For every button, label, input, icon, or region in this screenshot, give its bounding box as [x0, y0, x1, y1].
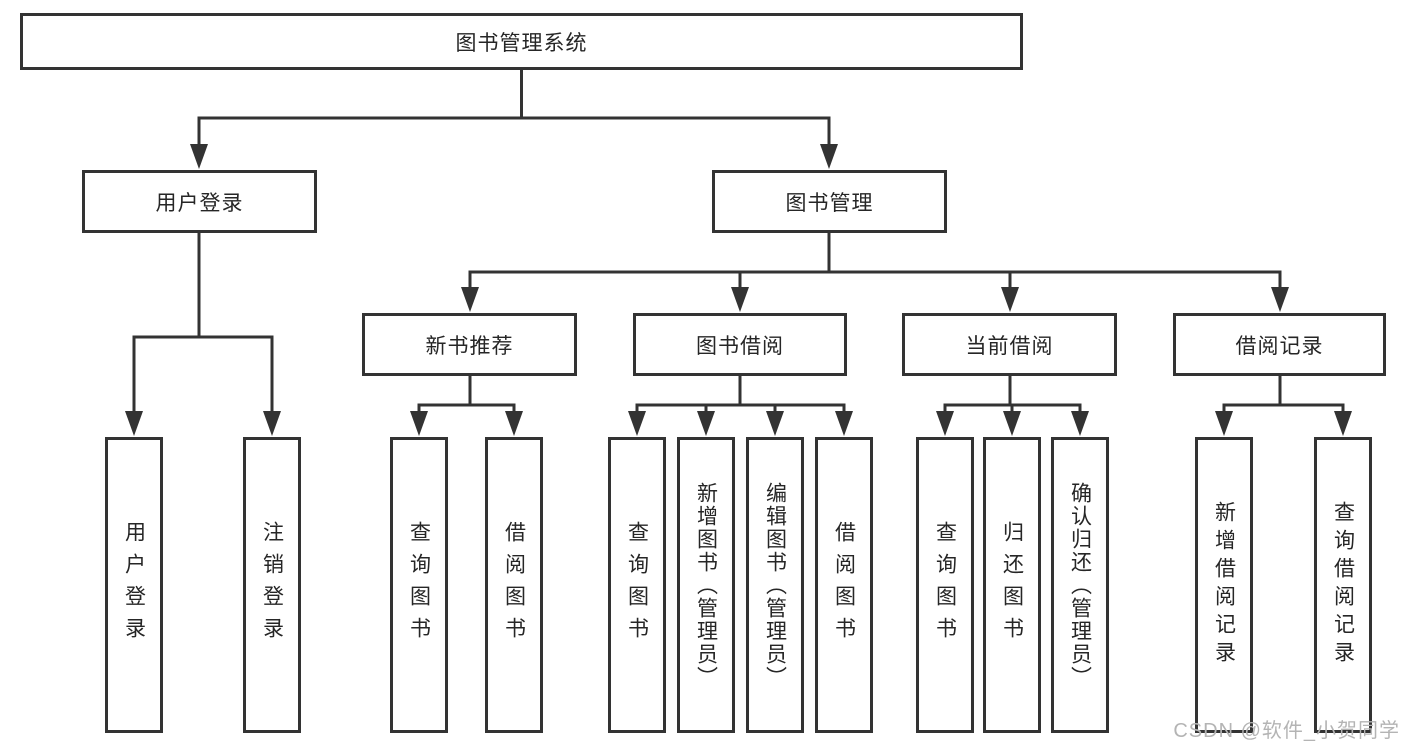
leaf-confirm-return-admin: 确认归还（管理员）: [1051, 437, 1109, 733]
arrow-down-icon: [505, 411, 523, 436]
leaf-label: 借阅图书: [502, 521, 526, 649]
leaf-logout: 注销登录: [243, 437, 301, 733]
node-label: 新书推荐: [425, 334, 514, 358]
leaf-label: 编辑图书（管理员）: [763, 481, 787, 689]
connector-newbook-to-leaves: [417, 376, 516, 420]
arrow-down-icon: [1003, 411, 1021, 436]
node-book-management: 图书管理: [712, 170, 947, 233]
leaf-query-book-current: 查询图书: [916, 437, 974, 733]
leaf-query-book-borrow: 查询图书: [608, 437, 666, 733]
leaf-borrow-book-recommend: 借阅图书: [485, 437, 543, 733]
leaf-edit-book-admin: 编辑图书（管理员）: [746, 437, 804, 733]
node-book-borrow: 图书借阅: [633, 313, 847, 376]
leaf-label: 新增图书（管理员）: [694, 481, 718, 689]
node-label: 图书管理: [785, 191, 874, 215]
arrow-down-icon: [461, 287, 479, 312]
arrow-down-icon: [731, 287, 749, 312]
leaf-query-borrow-record: 查询借阅记录: [1314, 437, 1372, 733]
arrow-down-icon: [1215, 411, 1233, 436]
node-root: 图书管理系统: [20, 13, 1023, 70]
node-label: 借阅记录: [1235, 334, 1324, 358]
node-user-login: 用户登录: [82, 170, 317, 233]
node-new-book-recommend: 新书推荐: [362, 313, 577, 376]
leaf-label: 查询图书: [933, 521, 957, 649]
arrow-down-icon: [936, 411, 954, 436]
arrow-down-icon: [820, 144, 838, 169]
arrow-down-icon: [410, 411, 428, 436]
node-current-borrow: 当前借阅: [902, 313, 1117, 376]
leaf-label: 新增借阅记录: [1212, 501, 1236, 669]
leaf-add-book-admin: 新增图书（管理员）: [677, 437, 735, 733]
arrow-down-icon: [263, 411, 281, 436]
leaf-label: 查询图书: [407, 521, 431, 649]
leaf-label: 查询图书: [625, 521, 649, 649]
arrow-down-icon: [125, 411, 143, 436]
arrow-down-icon: [1071, 411, 1089, 436]
leaf-user-login: 用户登录: [105, 437, 163, 733]
arrow-down-icon: [190, 144, 208, 169]
arrow-down-icon: [697, 411, 715, 436]
arrow-down-icon: [835, 411, 853, 436]
connector-records-to-leaves: [1222, 376, 1345, 420]
connector-book-to-level3: [468, 233, 1282, 295]
leaf-return-book: 归还图书: [983, 437, 1041, 733]
node-label: 图书管理系统: [455, 31, 588, 55]
leaf-query-book-recommend: 查询图书: [390, 437, 448, 733]
leaf-label: 用户登录: [122, 521, 146, 649]
connector-borrow-to-leaves: [635, 376, 846, 420]
leaf-label: 注销登录: [260, 521, 284, 649]
arrow-down-icon: [766, 411, 784, 436]
leaf-borrow-book: 借阅图书: [815, 437, 873, 733]
connector-root-to-level2: [197, 70, 831, 150]
connector-user-to-leaves: [132, 233, 274, 418]
arrow-down-icon: [1271, 287, 1289, 312]
leaf-label: 查询借阅记录: [1331, 501, 1355, 669]
node-borrow-records: 借阅记录: [1173, 313, 1386, 376]
leaf-label: 借阅图书: [832, 521, 856, 649]
leaf-label: 确认归还（管理员）: [1068, 481, 1092, 689]
node-label: 图书借阅: [696, 334, 784, 358]
node-label: 当前借阅: [965, 334, 1054, 358]
leaf-label: 归还图书: [1000, 521, 1024, 649]
node-label: 用户登录: [155, 191, 244, 215]
watermark-text: CSDN @软件_小贺同学: [1173, 720, 1400, 742]
arrow-down-icon: [1334, 411, 1352, 436]
arrow-down-icon: [1001, 287, 1019, 312]
arrow-down-icon: [628, 411, 646, 436]
leaf-add-borrow-record: 新增借阅记录: [1195, 437, 1253, 733]
